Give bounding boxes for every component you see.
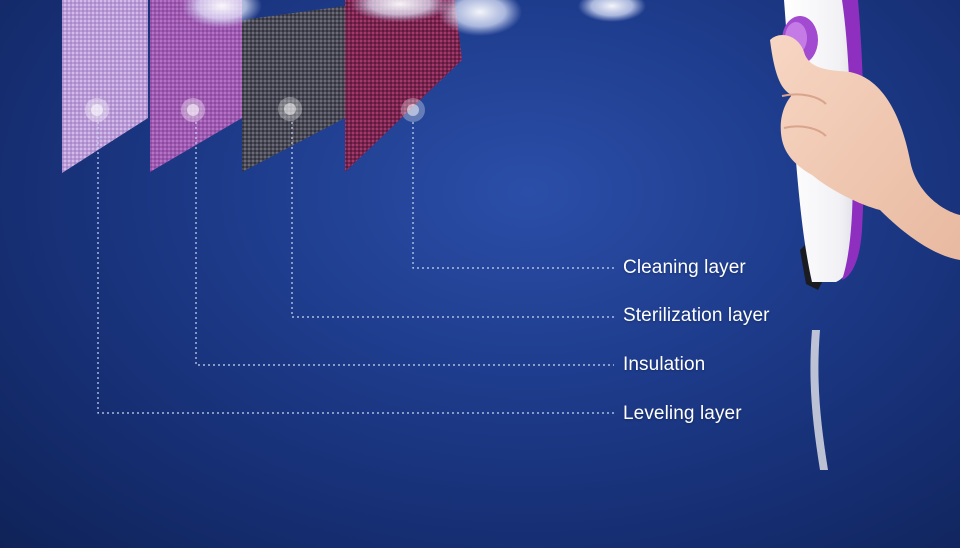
leader-line-insulation bbox=[195, 122, 614, 366]
fabric-layer-leveling bbox=[62, 0, 148, 173]
layer-label-sterilization: Sterilization layer bbox=[623, 305, 770, 326]
leader-line-cleaning bbox=[412, 122, 614, 269]
hand bbox=[770, 35, 960, 260]
leader-line-sterilization bbox=[291, 122, 614, 318]
fabric-layer-sterilization bbox=[242, 6, 345, 172]
layer-label-insulation: Insulation bbox=[623, 354, 706, 375]
layer-label-cleaning: Cleaning layer bbox=[623, 257, 746, 278]
fabric-layer-cleaning bbox=[345, 0, 462, 172]
layer-label-leveling: Leveling layer bbox=[623, 403, 742, 424]
leader-lines bbox=[97, 122, 614, 414]
steam-cloud bbox=[182, 0, 646, 36]
leader-line-leveling bbox=[97, 122, 614, 414]
fabric-layer-insulation bbox=[150, 0, 242, 172]
